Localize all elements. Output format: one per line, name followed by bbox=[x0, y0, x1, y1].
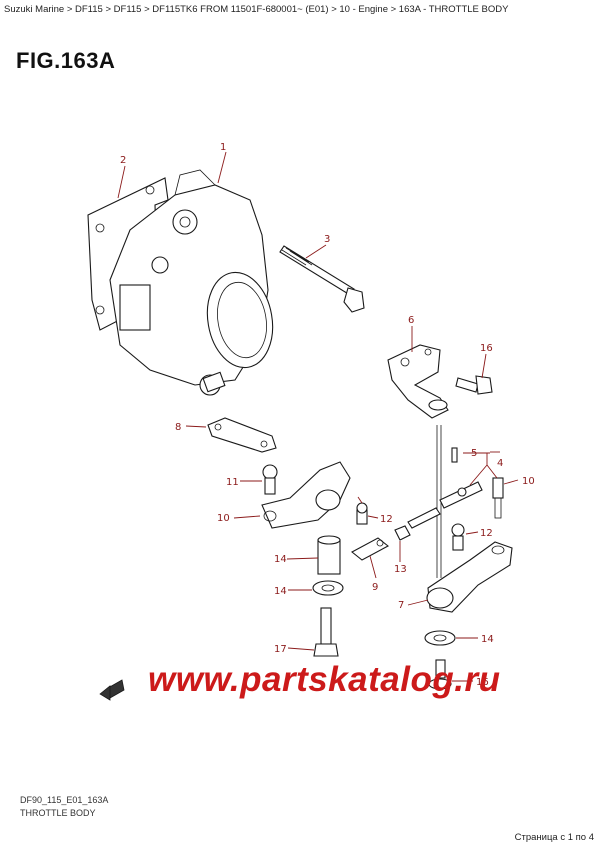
cam-lever-part-10[interactable] bbox=[261, 461, 351, 529]
callout-15: 14 bbox=[274, 554, 287, 565]
washer-part-14-right[interactable] bbox=[424, 630, 456, 646]
callout-7: 7 bbox=[398, 600, 404, 611]
front-arrow-icon bbox=[99, 679, 125, 701]
callout-12-left: 11 bbox=[226, 477, 239, 488]
breadcrumb[interactable]: Suzuki Marine > DF115 > DF115 > DF115TK6… bbox=[4, 4, 509, 15]
callout-16-upper: 16 bbox=[480, 343, 493, 354]
callout-11: 10 bbox=[522, 476, 535, 487]
leader-lines bbox=[117, 151, 519, 682]
bolt-part-3[interactable] bbox=[279, 245, 365, 313]
figure-title: FIG.163A bbox=[16, 48, 116, 73]
diagram-name: THROTTLE BODY bbox=[20, 808, 96, 818]
washer-part-14-left[interactable] bbox=[312, 580, 344, 596]
callout-1: 1 bbox=[220, 142, 226, 153]
callout-10: 10 bbox=[217, 513, 230, 524]
nut-part-13[interactable] bbox=[394, 525, 411, 541]
callout-13: 13 bbox=[394, 564, 407, 575]
callout-2: 2 bbox=[120, 155, 126, 166]
lever-part-8[interactable] bbox=[207, 417, 277, 453]
callout-4: 4 bbox=[497, 458, 503, 469]
callout-8: 8 bbox=[175, 422, 181, 433]
callout-5: 5 bbox=[471, 448, 477, 459]
link-assembly-part-4[interactable] bbox=[439, 481, 483, 509]
callout-16-lower: 16 bbox=[476, 677, 489, 688]
callout-14-left: 14 bbox=[274, 586, 287, 597]
joint-rod-part-9[interactable] bbox=[351, 537, 389, 561]
callout-14-right: 14 bbox=[481, 634, 494, 645]
diagram-code: DF90_115_E01_163A bbox=[20, 795, 109, 805]
bolt-part-16-upper[interactable] bbox=[455, 375, 493, 395]
callout-3: 3 bbox=[324, 234, 330, 245]
callout-labels: 1 2 3 6 16 8 5 4 10 11 12 12 10 14 13 9 … bbox=[120, 142, 535, 688]
bolt-part-16-lower[interactable] bbox=[428, 659, 452, 690]
callout-12-middle: 12 bbox=[380, 514, 393, 525]
bracket-part-6[interactable] bbox=[387, 344, 449, 419]
callout-12-right: 12 bbox=[480, 528, 493, 539]
stud-part-11[interactable] bbox=[492, 477, 504, 519]
throttle-body-part[interactable] bbox=[109, 169, 280, 396]
pin-part-5[interactable] bbox=[451, 447, 458, 463]
bolt-part-17[interactable] bbox=[313, 607, 339, 657]
cam-lever-part-7[interactable] bbox=[426, 541, 513, 613]
callout-6: 6 bbox=[408, 315, 414, 326]
ball-stud-part-12-left[interactable] bbox=[262, 464, 278, 495]
collar-part-15[interactable] bbox=[317, 535, 341, 575]
callout-17: 17 bbox=[274, 644, 287, 655]
threaded-rod-part[interactable] bbox=[407, 507, 441, 529]
page-counter: Страница с 1 по 4 bbox=[514, 832, 594, 843]
ball-stud-part-12-right[interactable] bbox=[451, 523, 465, 551]
ball-stud-part-12-middle[interactable] bbox=[356, 502, 368, 525]
site-watermark: www.partskatalog.ru bbox=[148, 660, 501, 699]
callout-9: 9 bbox=[372, 582, 378, 593]
